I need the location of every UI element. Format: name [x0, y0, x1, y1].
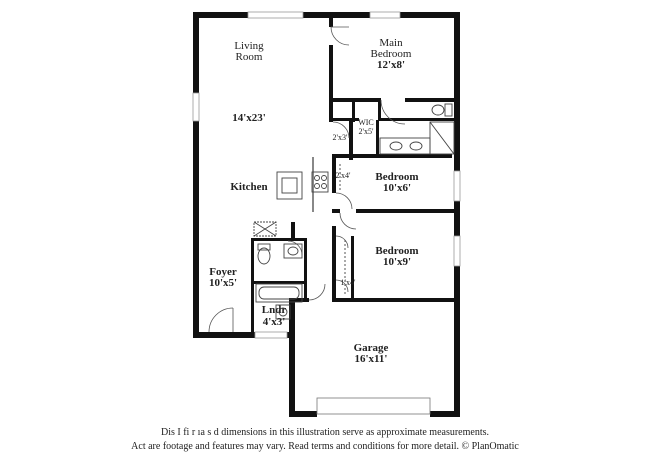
fixtures [253, 103, 455, 320]
foyer-name: Foyer [209, 266, 237, 278]
disclaimer-line-1: Dis I fi r ıa s d dimensions in this ill… [161, 427, 489, 438]
bedroom2-dims: 10'x6' [383, 182, 411, 194]
closet-c-dims: 1'x4' [341, 278, 356, 287]
bedroom3-name: Bedroom [375, 245, 418, 257]
bedroom3-dims: 10'x9' [383, 256, 411, 268]
bedroom2-name: Bedroom [375, 171, 418, 183]
wic-name: WIC [358, 118, 374, 127]
closet-b-dims: 2'x4' [336, 171, 351, 180]
main-bedroom-name-line2: Bedroom [371, 48, 412, 60]
wic-dims: 2'x5' [359, 127, 374, 136]
living-room-name-line1: Living [234, 40, 264, 52]
door-swings [208, 26, 406, 333]
garage-dims: 16'x11' [354, 353, 387, 365]
laundry-dims: 4'x3' [263, 316, 286, 328]
kitchen-name: Kitchen [230, 181, 267, 193]
room-labels: Living Room 14'x23' Main Bedroom 12'x8' … [209, 37, 419, 365]
disclaimer-line-2: Act are footage and features may vary. R… [131, 441, 519, 452]
interior-walls [251, 12, 460, 333]
foyer-dims: 10'x5' [209, 277, 237, 289]
main-bedroom-name-line1: Main [379, 37, 403, 49]
windows [192, 11, 461, 339]
garage-name: Garage [354, 342, 389, 354]
closet-a-dims: 2'x3' [333, 133, 348, 142]
exterior-walls [193, 12, 460, 417]
living-room-name-line2: Room [236, 51, 263, 63]
laundry-name: Lndr [262, 304, 287, 316]
living-room-dims: 14'x23' [232, 112, 266, 124]
main-bedroom-dims: 12'x8' [377, 59, 405, 71]
garage-door [316, 397, 431, 415]
